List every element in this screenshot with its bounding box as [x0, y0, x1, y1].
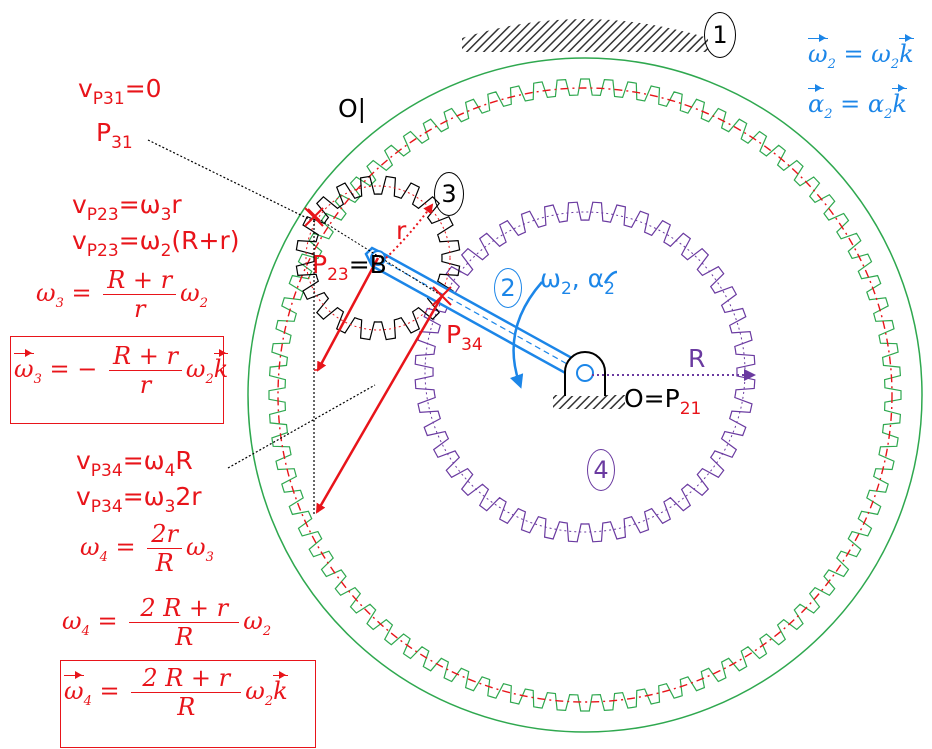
- velocity-P23-line: [313, 215, 443, 297]
- P34-leader-line: [227, 384, 376, 469]
- eq-vP34-w32r: vP34=ω32r: [76, 482, 202, 517]
- ground-hatch-O: [553, 395, 625, 409]
- gear3-pitch-circle: [305, 185, 451, 331]
- gear2-label: 2: [494, 268, 522, 308]
- omega2-small-arc: [603, 270, 618, 284]
- eq-vP34-w4R: vP34=ω4R: [76, 446, 193, 481]
- cross-P31: [307, 208, 321, 222]
- omega2-alpha2-label: ω2, α2: [540, 264, 615, 299]
- gear1-label: 1: [704, 12, 736, 58]
- omega2-arc-arrow: [510, 281, 543, 389]
- velocity-vP34-arrow: [315, 295, 444, 514]
- P34-label: P34: [446, 320, 483, 355]
- O-P21-label: O=P21: [624, 384, 702, 419]
- pivot-O: [576, 364, 594, 382]
- R-label: R: [688, 344, 706, 373]
- gear1-teeth: [268, 78, 902, 712]
- P31-label: P31: [96, 118, 133, 153]
- omega3-vector-box: [10, 336, 224, 424]
- r-arrow: [385, 203, 434, 259]
- eq-omega2-vector: ω2 = ω2k: [808, 34, 914, 72]
- cross-P23: [304, 207, 324, 227]
- gear4teeth-path: [414, 201, 756, 543]
- cross-P34: [432, 286, 452, 306]
- gear4-label: 4: [587, 449, 615, 491]
- O-bar-label: O|: [338, 94, 367, 123]
- r-label: r: [396, 216, 407, 245]
- gear1-pitch-circle: [277, 87, 893, 703]
- gear1teeth-path: [268, 78, 902, 712]
- ground-hatch-top: [462, 19, 708, 52]
- eq-vP23-w3r: vP23=ω3r: [72, 190, 182, 225]
- gear1-outer-circle: [247, 57, 923, 733]
- P31-leader-line: [147, 139, 316, 223]
- P23-B-label: P23=B: [312, 250, 387, 285]
- gear3-label: 3: [434, 172, 464, 216]
- eq-vP23-w2Rr: vP23=ω2(R+r): [72, 226, 240, 261]
- eq-vP31: vP31=0: [78, 74, 162, 109]
- gear4-teeth: [414, 201, 756, 543]
- omega4-vector-box: [60, 660, 316, 748]
- eq-alpha2-vector: α2 = α2k: [808, 84, 907, 122]
- velocity-vP23-arrow: [316, 257, 380, 372]
